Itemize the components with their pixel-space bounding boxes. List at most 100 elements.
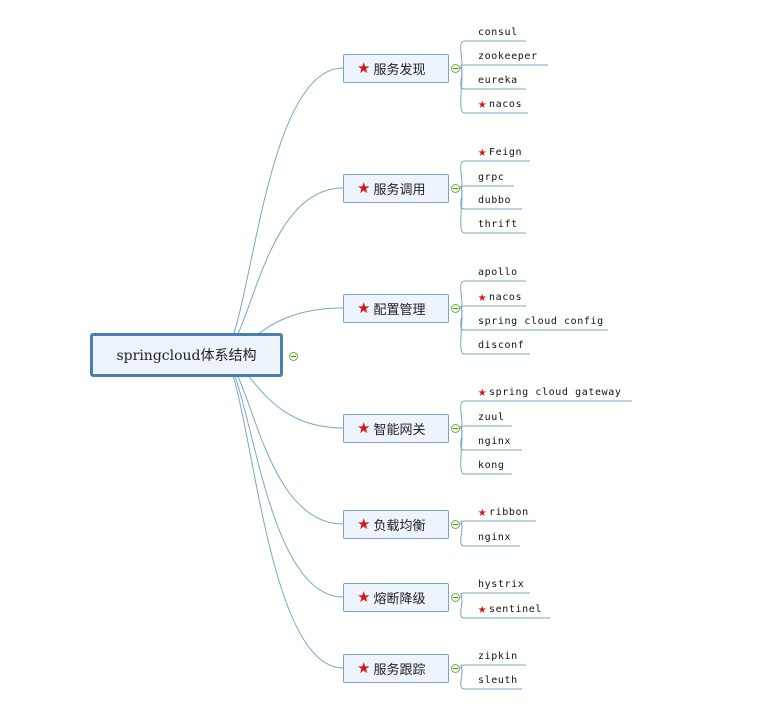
leaf-topic[interactable]: kong <box>478 457 504 473</box>
leaf-connector <box>459 520 536 525</box>
leaf-topic[interactable]: grpc <box>478 169 504 185</box>
branch-topic[interactable]: ★服务调用 <box>343 173 449 203</box>
leaf-topic-label: ribbon <box>489 506 529 518</box>
branch-collapse-toggle-icon[interactable] <box>451 520 460 529</box>
leaf-topic[interactable]: ★ribbon <box>478 504 529 520</box>
leaf-topic-label: Feign <box>489 146 523 158</box>
leaf-connector <box>459 185 514 189</box>
leaf-topic-label: zookeeper <box>478 50 538 62</box>
leaf-topic-label: spring cloud config <box>478 315 604 327</box>
leaf-topic-label: eureka <box>478 74 518 86</box>
leaf-topic-label: apollo <box>478 266 518 278</box>
leaf-topic-label: thrift <box>478 218 518 230</box>
leaf-topic-label: nginx <box>478 531 512 543</box>
leaf-topic[interactable]: ★nacos <box>478 96 522 112</box>
leaf-topic-label: sentinel <box>489 603 542 615</box>
star-icon: ★ <box>478 601 488 617</box>
leaf-connector <box>459 307 530 355</box>
leaf-topic[interactable]: spring cloud config <box>478 313 604 329</box>
leaf-topic-label: kong <box>478 459 505 471</box>
branch-collapse-toggle-icon[interactable] <box>451 424 460 433</box>
leaf-connector <box>459 427 512 475</box>
branch-topic-label: 负载均衡 <box>373 518 426 534</box>
leaf-topic-label: grpc <box>478 171 505 183</box>
star-icon: ★ <box>357 58 371 77</box>
branch-topic-label: 服务发现 <box>373 62 426 78</box>
branch-topic-label: 服务跟踪 <box>373 662 426 678</box>
branch-topic[interactable]: ★服务跟踪 <box>343 653 449 683</box>
branch-topic-label: 熔断降级 <box>373 591 426 607</box>
star-icon: ★ <box>357 298 371 317</box>
leaf-topic[interactable]: dubbo <box>478 192 511 208</box>
leaf-connector <box>459 592 530 598</box>
branch-topic[interactable]: ★负载均衡 <box>343 509 449 539</box>
star-icon: ★ <box>357 418 371 437</box>
leaf-connector <box>459 64 548 69</box>
leaf-connector <box>459 187 526 234</box>
leaf-topic-label: dubbo <box>478 194 512 206</box>
leaf-topic-label: spring cloud gateway <box>489 386 622 398</box>
leaf-topic-label: nginx <box>478 435 512 447</box>
root-topic[interactable]: springcloud体系结构 <box>90 333 283 377</box>
leaf-topic[interactable]: sleuth <box>478 672 518 688</box>
leaf-topic[interactable]: ★spring cloud gateway <box>478 384 621 400</box>
leaf-topic-label: sleuth <box>478 674 518 686</box>
leaf-topic-label: zipkin <box>478 650 518 662</box>
star-icon: ★ <box>478 144 488 160</box>
leaf-topic[interactable]: thrift <box>478 216 518 232</box>
branch-topic-label: 智能网关 <box>373 422 426 438</box>
leaf-connector <box>459 67 528 114</box>
star-icon: ★ <box>478 384 488 400</box>
root-branch-connector <box>219 354 344 598</box>
root-topic-label: springcloud体系结构 <box>116 348 257 364</box>
leaf-topic[interactable]: nginx <box>478 433 511 449</box>
leaf-topic[interactable]: ★nacos <box>478 289 522 305</box>
root-branch-connector <box>219 354 344 525</box>
leaf-topic[interactable]: ★sentinel <box>478 601 542 617</box>
branch-topic[interactable]: ★配置管理 <box>343 293 449 323</box>
leaf-connector <box>459 425 512 429</box>
star-icon: ★ <box>357 587 371 606</box>
leaf-topic-label: nacos <box>489 291 523 303</box>
branch-topic[interactable]: ★智能网关 <box>343 413 449 443</box>
branch-topic-label: 服务调用 <box>373 182 426 198</box>
leaf-topic-label: nacos <box>489 98 523 110</box>
leaf-topic[interactable]: zookeeper <box>478 48 538 64</box>
leaf-connector <box>459 664 526 669</box>
root-branch-connector <box>219 187 344 356</box>
root-branch-connector <box>219 67 344 356</box>
leaf-topic[interactable]: zipkin <box>478 648 518 664</box>
star-icon: ★ <box>357 514 371 533</box>
branch-collapse-toggle-icon[interactable] <box>451 304 460 313</box>
star-icon: ★ <box>478 504 488 520</box>
leaf-topic-label: zuul <box>478 411 505 423</box>
leaf-connector <box>459 596 550 619</box>
leaf-topic[interactable]: disconf <box>478 337 524 353</box>
leaf-topic[interactable]: eureka <box>478 72 518 88</box>
branch-topic[interactable]: ★服务发现 <box>343 53 449 83</box>
star-icon: ★ <box>357 178 371 197</box>
branch-topic[interactable]: ★熔断降级 <box>343 582 449 612</box>
leaf-topic-label: consul <box>478 26 518 38</box>
leaf-topic-label: disconf <box>478 339 525 351</box>
leaf-topic[interactable]: hystrix <box>478 576 524 592</box>
branch-collapse-toggle-icon[interactable] <box>451 664 460 673</box>
leaf-topic[interactable]: ★Feign <box>478 144 522 160</box>
leaf-topic[interactable]: zuul <box>478 409 504 425</box>
leaf-topic[interactable]: consul <box>478 24 518 40</box>
leaf-connector <box>459 305 526 309</box>
leaf-connector <box>459 667 522 690</box>
star-icon: ★ <box>478 289 488 305</box>
root-collapse-toggle-icon[interactable] <box>289 352 298 361</box>
root-branch-connector <box>219 354 344 669</box>
branch-collapse-toggle-icon[interactable] <box>451 593 460 602</box>
leaf-topic[interactable]: apollo <box>478 264 518 280</box>
branch-collapse-toggle-icon[interactable] <box>451 64 460 73</box>
leaf-connector <box>459 523 520 547</box>
branch-collapse-toggle-icon[interactable] <box>451 184 460 193</box>
leaf-topic-label: hystrix <box>478 578 525 590</box>
leaf-topic[interactable]: nginx <box>478 529 511 545</box>
star-icon: ★ <box>357 658 371 677</box>
star-icon: ★ <box>478 96 488 112</box>
